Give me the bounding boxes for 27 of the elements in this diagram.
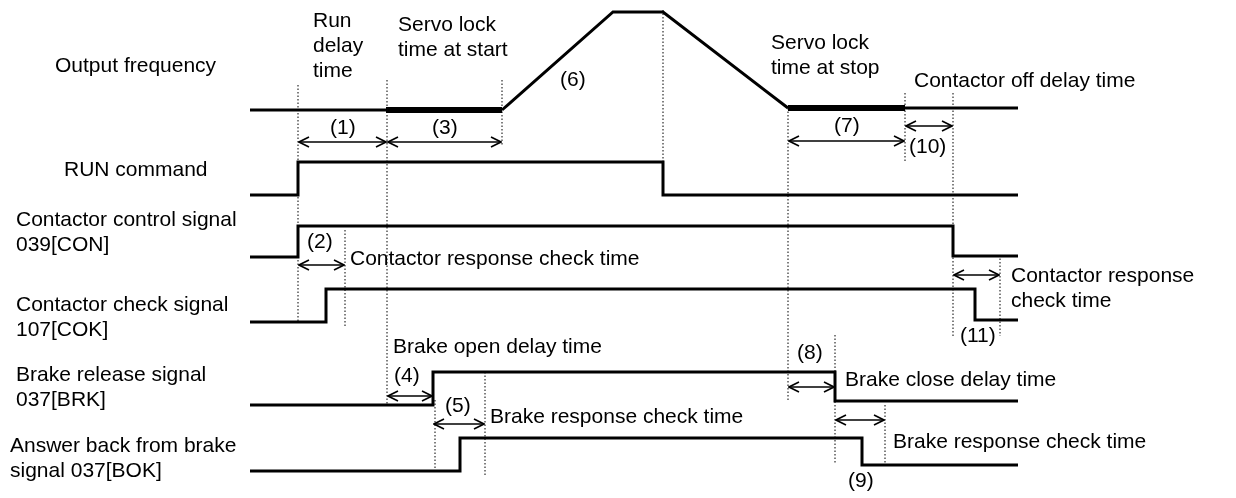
callout-number: (4) [394,362,420,387]
signal-name: RUN command [64,156,208,181]
signal-name: Brake release signal 037[BRK] [16,361,207,411]
time-label: Servo lock time at stop [771,29,880,79]
callout-number: (3) [432,114,458,139]
time-label: Contactor off delay time [914,67,1136,92]
callout-number: (11) [960,322,996,347]
signal-name: Answer back from brake signal 037[BOK] [10,432,237,482]
time-label: Servo lock time at start [398,11,508,61]
callout-number: (5) [445,392,471,417]
callout-number: (9) [848,467,874,492]
signal-name: Contactor check signal 107[COK] [16,291,229,341]
time-label: Brake response check time [893,428,1147,453]
signal-name: Output frequency [55,52,217,77]
callout-number: (6) [560,66,586,91]
time-label: Contactor response check time [350,245,640,270]
callout-number: (8) [797,339,823,364]
callout-number: (10) [909,133,947,158]
time-label: Brake response check time [490,403,744,428]
time-label: Brake close delay time [845,366,1057,391]
callout-number: (7) [834,112,860,137]
signal-name: Contactor control signal 039[CON] [16,206,237,256]
callout-number: (2) [307,228,333,253]
time-label: Run delay time [313,7,364,82]
time-label: Brake open delay time [393,333,602,358]
callout-number: (1) [330,114,356,139]
time-label: Contactor response check time [1011,262,1195,312]
